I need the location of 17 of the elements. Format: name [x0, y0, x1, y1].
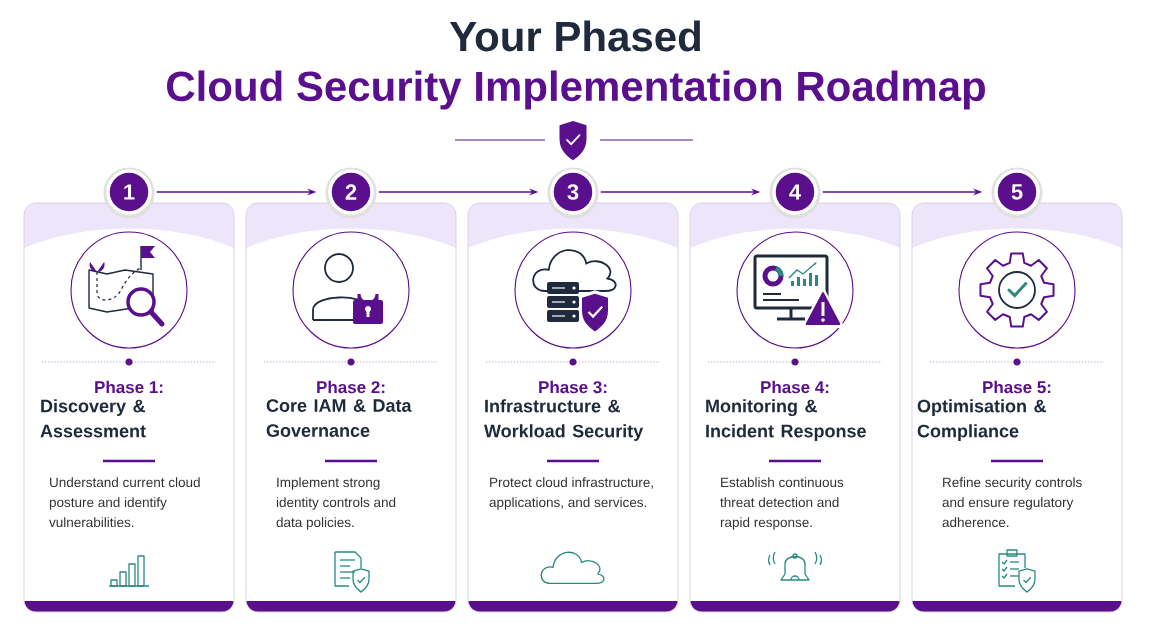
phase-label: Phase 3:	[539, 380, 607, 394]
phase-description: Implement strong identity controls and data policies.	[276, 477, 396, 530]
phase-title: Infrastructure & Workload Security	[484, 399, 644, 441]
phase-label: Phase 2:	[317, 380, 385, 394]
phase-description: Refine security controls and ensure regulatory adherence.	[942, 477, 1082, 528]
phase-description: Understand current cloud posture and identify vulnerabilities.	[49, 477, 200, 528]
phase-title: Core IAM & Data Governance	[266, 399, 412, 437]
phase-label: Phase 4:	[761, 380, 829, 394]
phase-title: Monitoring & Incident Response	[706, 399, 866, 441]
title: Cloud Security Implementation Roadmap	[167, 70, 985, 110]
phase-description: Establish continuous threat detection and rapid response.	[720, 477, 844, 530]
phase-label: Phase 1:	[95, 380, 163, 394]
title: Your Phased	[449, 20, 700, 52]
phase-label: Phase 5:	[983, 380, 1051, 394]
phase-description: Protect cloud infrastructure, applications, and services.	[489, 477, 653, 510]
phase-title: Discovery & Assessment	[40, 399, 146, 438]
phase-title: Optimisation & Compliance	[917, 399, 1046, 441]
